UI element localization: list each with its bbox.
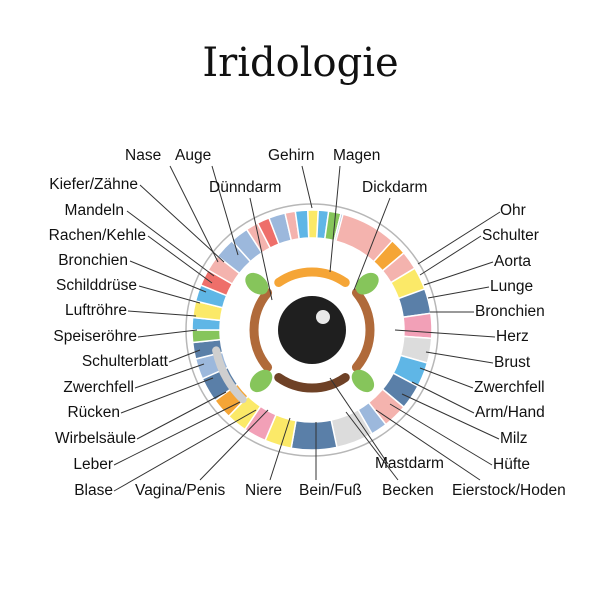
leader-mastdarm [329, 377, 389, 465]
leader-milz [401, 393, 500, 440]
label-mandeln: Mandeln [64, 202, 124, 219]
leader-lunge [427, 286, 490, 299]
leader-auge [211, 165, 239, 256]
label-mastdarm: Mastdarm [375, 455, 444, 472]
label-milz: Milz [500, 430, 528, 447]
leader-schulter [419, 235, 482, 276]
label-auge: Auge [175, 147, 212, 164]
pupil [278, 296, 346, 364]
label-brust: Brust [494, 354, 531, 371]
label-schilddruese: Schilddrüse [56, 277, 137, 294]
label-magen: Magen [333, 147, 381, 164]
pip-tl [245, 272, 269, 295]
leader-schilddruese [138, 285, 201, 304]
label-schulterblatt: Schulterblatt [81, 353, 168, 370]
label-becken: Becken [382, 482, 434, 499]
leader-ohr [417, 211, 501, 265]
label-bronchien-right: Bronchien [475, 303, 545, 320]
leader-zwerchfell-l [134, 363, 205, 389]
label-niere: Niere [245, 482, 283, 499]
label-aorta: Aorta [494, 253, 532, 270]
leader-zwerchfell-r [419, 367, 474, 389]
leader-brust [425, 351, 494, 364]
iris-zone-32 [191, 329, 222, 344]
label-lunge: Lunge [490, 278, 534, 295]
leader-kiefer [139, 184, 225, 263]
label-arm-hand: Arm/Hand [475, 404, 545, 421]
label-bein-fuss: Bein/Fuß [299, 482, 362, 499]
leader-duenndarm [249, 197, 273, 301]
label-wirbelsaeule: Wirbelsäule [55, 430, 136, 447]
leader-herz [394, 329, 496, 338]
label-schulter: Schulter [482, 227, 539, 244]
leader-dickdarm [353, 197, 391, 291]
iris-zone-herz-top [334, 213, 394, 263]
label-speiseroehre: Speiseröhre [53, 328, 137, 345]
leader-becken [345, 411, 399, 481]
leader-niere [269, 417, 291, 481]
pupil-highlight [316, 310, 330, 324]
stomach-arc [274, 267, 350, 287]
label-herz: Herz [496, 328, 529, 345]
leader-ruecken [120, 377, 214, 414]
leader-eierstock [375, 409, 481, 481]
page-title: Iridologie [202, 40, 399, 86]
label-kiefer-zaehne: Kiefer/Zähne [49, 176, 138, 193]
label-nase: Nase [125, 147, 162, 164]
label-eierstock-hoden: Eierstock/Hoden [452, 482, 566, 499]
label-zwerchfell-right: Zwerchfell [474, 379, 545, 396]
leader-gehirn [301, 165, 313, 209]
iris-zone-17 [402, 312, 433, 340]
label-rachen-kehle: Rachen/Kehle [48, 227, 146, 244]
colon-arc-left [249, 288, 273, 372]
leader-magen [329, 165, 341, 273]
leader-bronchien-l [129, 260, 207, 293]
label-ruecken: Rücken [67, 404, 120, 421]
colon-arc-bottom [274, 373, 350, 393]
label-blase: Blase [74, 482, 113, 499]
leader-arm-hand [411, 381, 475, 414]
label-gehirn: Gehirn [268, 147, 315, 164]
leader-leber [113, 401, 241, 466]
iris-zone-38 [216, 239, 252, 275]
leader-huefte [389, 403, 493, 466]
label-zwerchfell-left: Zwerchfell [63, 379, 134, 396]
label-duenndarm: Dünndarm [209, 179, 282, 196]
label-luftroehre: Luftröhre [64, 302, 127, 319]
leader-mandeln [126, 210, 215, 277]
leader-rachen [147, 235, 213, 284]
leader-schulterblatt [168, 349, 201, 363]
leader-speiseroehre [137, 329, 198, 338]
leader-luftroehre [127, 310, 197, 317]
label-dickdarm: Dickdarm [362, 179, 428, 196]
leader-wirbelsaeule [136, 391, 227, 440]
label-vagina-penis: Vagina/Penis [135, 482, 226, 499]
pip-bl [249, 369, 273, 393]
inner-left-gray [212, 346, 247, 404]
label-huefte: Hüfte [493, 456, 531, 473]
label-leber: Leber [73, 456, 113, 473]
leader-blase [113, 409, 257, 492]
leader-aorta [423, 261, 494, 286]
label-bronchien-left: Bronchien [58, 252, 128, 269]
iris-zone-24 [290, 419, 338, 451]
pip-tr [355, 272, 379, 295]
label-ohr: Ohr [500, 202, 526, 219]
leader-nase [169, 165, 219, 263]
pip-br [351, 369, 375, 393]
colon-arc-right [351, 288, 375, 372]
leader-vagina [199, 409, 269, 481]
